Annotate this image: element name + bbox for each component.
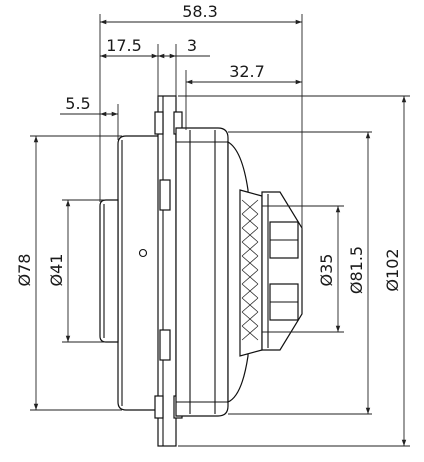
dim-flange-offset: 17.5: [106, 36, 142, 55]
dim-flange-diameter: Ø102: [383, 248, 402, 291]
dim-flange-thickness: 3: [187, 36, 197, 55]
dimension-lines: [30, 14, 410, 447]
rear-boss: [99, 199, 119, 343]
dimension-labels: 58.3 17.5 3 32.7 5.5 Ø78 Ø41 Ø35 Ø81.5 Ø…: [15, 2, 402, 294]
front-frame: [175, 127, 229, 417]
dim-overall-length: 58.3: [182, 2, 218, 21]
center-mark: [138, 248, 148, 258]
dim-cone-diameter: Ø35: [317, 254, 336, 287]
mounting-flange: [157, 95, 177, 447]
dim-rear-diameter: Ø78: [15, 254, 34, 287]
dim-surround-diameter: Ø81.5: [347, 246, 366, 294]
dim-front-depth: 32.7: [229, 62, 265, 81]
dim-boss-diameter: Ø41: [47, 254, 66, 287]
speaker-side-view: [99, 95, 303, 447]
rear-housing: [117, 135, 161, 411]
dim-rear-step: 5.5: [65, 94, 90, 113]
